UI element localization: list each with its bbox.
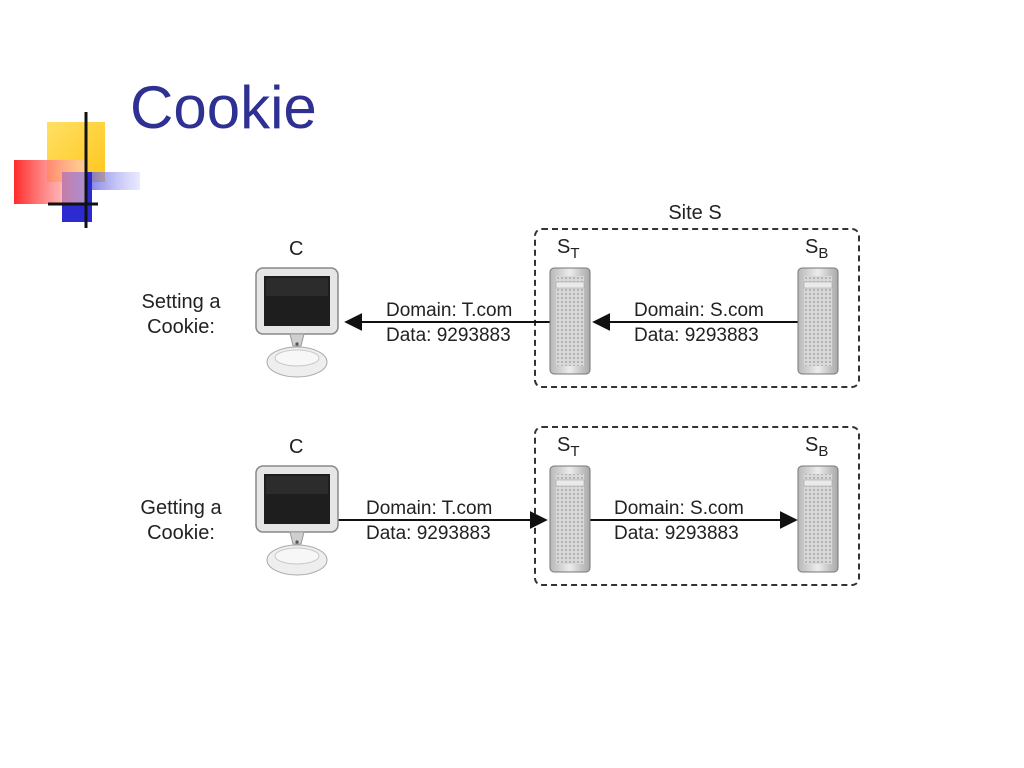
server-b-label: SB xyxy=(805,236,829,262)
site-box-getting xyxy=(534,426,860,586)
client-computer-icon xyxy=(255,267,339,378)
server-t-icon xyxy=(549,267,591,375)
setting-message-s: Domain: S.com Data: 9293883 xyxy=(634,300,764,346)
client-label: C xyxy=(289,436,304,458)
server-b-icon xyxy=(797,465,839,573)
client-label: C xyxy=(289,238,304,260)
site-box-setting xyxy=(534,228,860,388)
site-label: Site S xyxy=(668,202,722,224)
getting-cookie-caption: Getting a Cookie: xyxy=(140,497,222,544)
server-t-icon xyxy=(549,465,591,573)
server-t-label: ST xyxy=(557,236,580,262)
server-b-icon xyxy=(797,267,839,375)
getting-message-t: Domain: T.com Data: 9293883 xyxy=(366,498,493,544)
slide-decoration xyxy=(14,112,140,228)
setting-cookie-caption: Setting a Cookie: xyxy=(141,291,221,338)
server-t-label: ST xyxy=(557,434,580,460)
setting-message-t: Domain: T.com Data: 9293883 xyxy=(386,300,513,346)
server-b-label: SB xyxy=(805,434,829,460)
client-computer-icon xyxy=(255,465,339,576)
getting-message-s: Domain: S.com Data: 9293883 xyxy=(614,498,744,544)
slide-title: Cookie xyxy=(130,74,317,141)
